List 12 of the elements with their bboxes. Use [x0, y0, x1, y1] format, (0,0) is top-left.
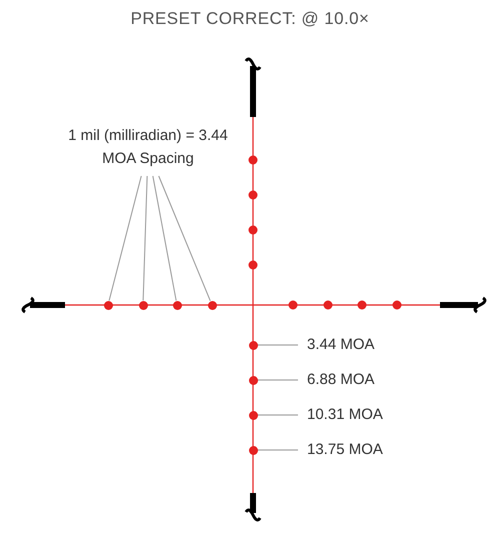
title: PRESET CORRECT: @ 10.0× — [130, 8, 370, 30]
leader-line — [142, 176, 148, 301]
leader-line — [152, 176, 177, 302]
leader-line — [257, 414, 298, 416]
measurement-label: 10.31 MOA — [307, 405, 383, 425]
measurement-label: 13.75 MOA — [307, 440, 383, 460]
spacing-note: 1 mil (milliradian) = 3.44 MOA Spacing — [67, 126, 229, 169]
leader-line — [158, 176, 211, 302]
leader-line — [108, 176, 142, 302]
leader-line — [257, 344, 298, 346]
measurement-label: 3.44 MOA — [307, 335, 375, 355]
measurement-label: 6.88 MOA — [307, 370, 375, 390]
